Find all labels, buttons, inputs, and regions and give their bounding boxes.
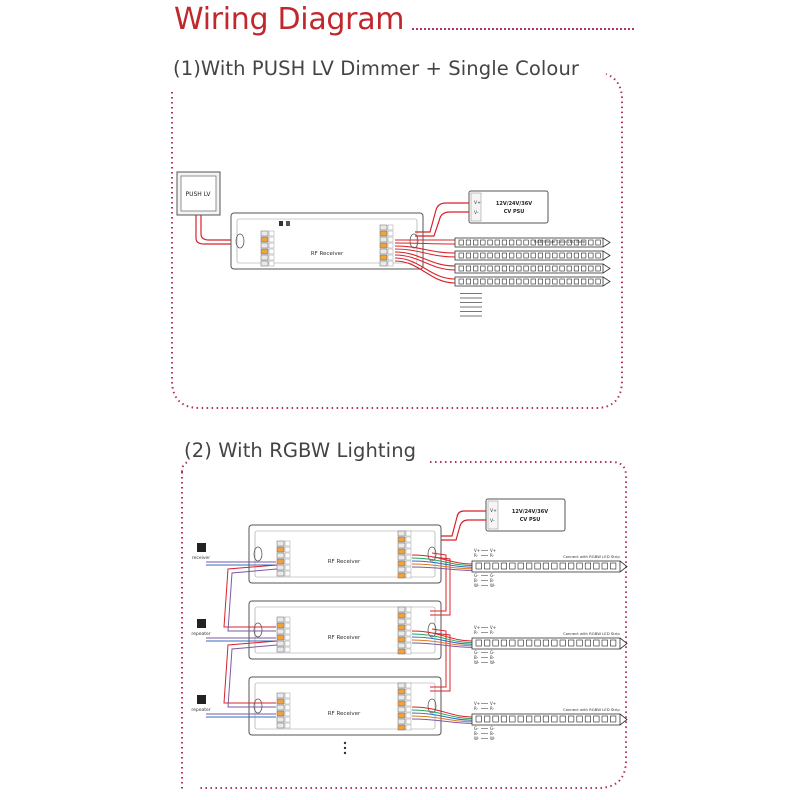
single-colour-led-strips: [454, 237, 611, 317]
strip-label: Connect with RGBW LED Strip: [563, 631, 620, 636]
svg-text:V+: V+: [474, 625, 480, 630]
page-title: Wiring Diagram: [174, 2, 405, 37]
side-device-label: repeater: [191, 631, 210, 637]
section2-frame: [181, 461, 627, 790]
section1-diagram: PUSH LV RF Receiver V+ V- 12V/24V/36V CV…: [176, 171, 611, 317]
title-dotted-rule: [412, 28, 634, 30]
receiver-label: RF Receiver: [311, 251, 344, 257]
svg-text:B-: B-: [474, 655, 479, 660]
svg-text:V+: V+: [490, 548, 496, 553]
psu-voltage: 12V/24V/36V: [512, 509, 548, 515]
section1-heading: (1)With PUSH LV Dimmer + Single Colour: [173, 57, 580, 80]
receiver-label: RF Receiver: [328, 559, 361, 565]
side-device-label: repeater: [191, 707, 210, 713]
push-lv-switch: PUSH LV: [176, 171, 221, 216]
psu-type: CV PSU: [520, 517, 541, 523]
push-lv-label: PUSH LV: [185, 191, 211, 198]
svg-text:R-: R-: [490, 630, 495, 635]
section2-diagram: V+ V- 12V/24V/36V CV PSU RF Receiver rece…: [191, 498, 628, 755]
svg-text:W-: W-: [474, 583, 480, 588]
svg-text:G-: G-: [474, 573, 479, 578]
section2-heading: (2) With RGBW Lighting: [184, 439, 417, 462]
svg-text:V+: V+: [474, 701, 480, 706]
rf-receiver-4: RF Receiver repeater: [191, 676, 442, 736]
svg-text:W-: W-: [490, 583, 496, 588]
svg-text:G-: G-: [474, 650, 479, 655]
receiver-label: RF Receiver: [328, 711, 361, 717]
cv-psu-1: V+ V- 12V/24V/36V CV PSU: [468, 190, 549, 224]
svg-text:V+: V+: [474, 548, 480, 553]
svg-text:G-: G-: [474, 726, 479, 731]
svg-text:V+: V+: [490, 625, 496, 630]
svg-text:V+: V+: [474, 200, 481, 206]
rf-receiver-2: RF Receiver receiver: [192, 524, 442, 584]
svg-text:R-: R-: [474, 706, 479, 711]
svg-text:V-: V-: [490, 518, 495, 524]
svg-text:R-: R-: [474, 630, 479, 635]
rf-receiver-1: RF Receiver: [230, 212, 424, 270]
svg-text:V-: V-: [474, 210, 479, 216]
svg-text:W-: W-: [474, 736, 480, 741]
strip-label: Connect with RGBW LED Strip: [563, 554, 620, 559]
svg-text:R-: R-: [490, 706, 495, 711]
receiver-label: RF Receiver: [328, 635, 361, 641]
svg-text:W-: W-: [474, 660, 480, 665]
svg-text:R-: R-: [490, 553, 495, 558]
svg-text:B-: B-: [490, 578, 495, 583]
rf-receiver-3: RF Receiver repeater: [191, 600, 442, 660]
svg-text:R-: R-: [474, 553, 479, 558]
cv-psu-2: V+ V- 12V/24V/36V CV PSU: [485, 498, 566, 532]
svg-text:V+: V+: [490, 701, 496, 706]
svg-text:B-: B-: [474, 578, 479, 583]
svg-text:W-: W-: [490, 736, 496, 741]
psu-type: CV PSU: [504, 209, 525, 215]
svg-text:G-: G-: [490, 726, 495, 731]
svg-text:B-: B-: [490, 655, 495, 660]
side-device-label: receiver: [192, 555, 210, 561]
svg-text:B-: B-: [490, 731, 495, 736]
svg-text:W-: W-: [490, 660, 496, 665]
strip-label: Connect with RGBW LED Strip: [563, 707, 620, 712]
svg-text:B-: B-: [474, 731, 479, 736]
svg-text:G-: G-: [490, 573, 495, 578]
strip-label: RGB/Single Color LED Strip: [534, 239, 586, 244]
svg-text:V+: V+: [490, 508, 497, 514]
psu-voltage: 12V/24V/36V: [496, 201, 532, 207]
svg-text:G-: G-: [490, 650, 495, 655]
